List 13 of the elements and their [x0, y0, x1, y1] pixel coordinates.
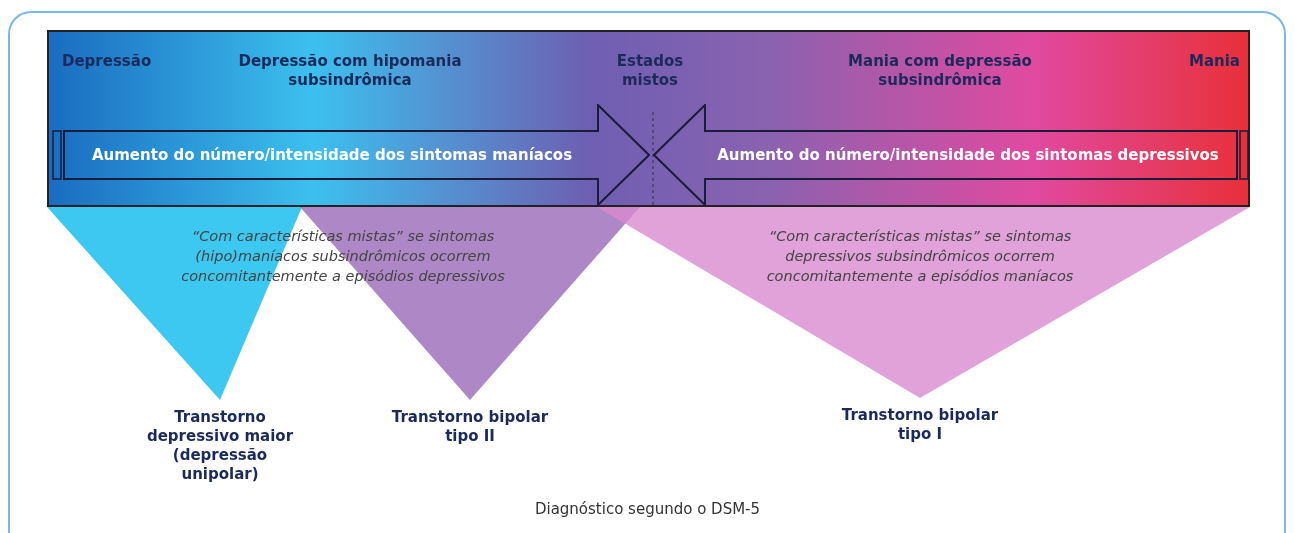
spectrum-heading: Mania — [1188, 52, 1240, 71]
note-text: “Com características mistas” se sintomas depressivos subsindrômicos ocorrem concomitantemente a episódios maníacos — [765, 227, 1075, 286]
diagnosis-label: Transtorno bipolar tipo II — [390, 408, 550, 446]
arrow-label: Aumento do número/intensidade dos sintomas maníacos — [90, 145, 574, 165]
arrow-label: Aumento do número/intensidade dos sintomas depressivos — [716, 145, 1220, 165]
spectrum-heading: Depressão — [62, 52, 153, 71]
diagnosis-label: Transtorno depressivo maior (depressão unipolar) — [145, 408, 295, 484]
spectrum-heading: Estados mistos — [615, 52, 685, 90]
caption: Diagnóstico segundo o DSM-5 — [533, 500, 762, 518]
diagnosis-label: Transtorno bipolar tipo I — [840, 406, 1000, 444]
gradient-band — [47, 30, 1250, 207]
spectrum-heading: Depressão com hipomania subsindrômica — [237, 52, 463, 90]
spectrum-heading: Mania com depressão subsindrômica — [847, 52, 1033, 90]
